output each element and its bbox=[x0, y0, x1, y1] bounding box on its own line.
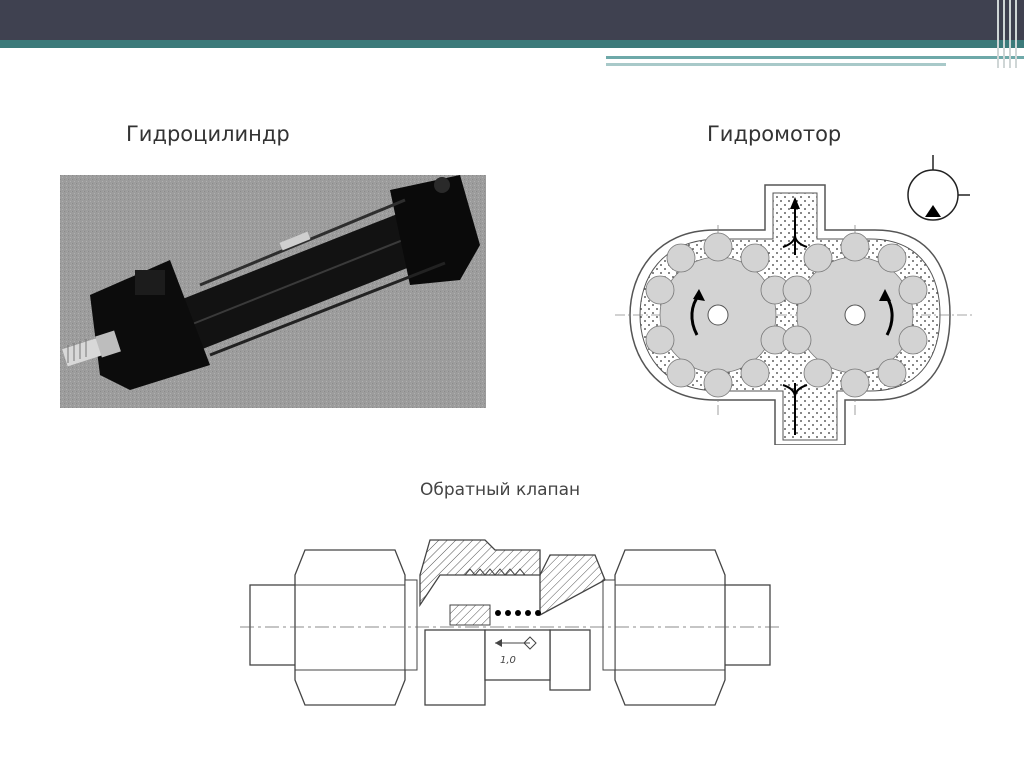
header-accent-line-tertiary bbox=[606, 63, 946, 66]
check-valve-drawing bbox=[240, 539, 780, 706]
cylinder-title: Гидроцилиндр bbox=[126, 122, 290, 146]
hydraulic-cylinder-image bbox=[60, 175, 486, 408]
valve-title: Обратный клапан bbox=[420, 480, 581, 500]
header-accent-line-secondary bbox=[606, 56, 1024, 59]
header-accent-line bbox=[0, 40, 1024, 48]
hydraulic-motor-diagram bbox=[615, 155, 975, 445]
motor-title: Гидромотор bbox=[707, 122, 842, 146]
header-band bbox=[0, 0, 1024, 40]
corner-decoration bbox=[997, 0, 1017, 68]
valve-annotation: 1,0 bbox=[500, 655, 516, 666]
